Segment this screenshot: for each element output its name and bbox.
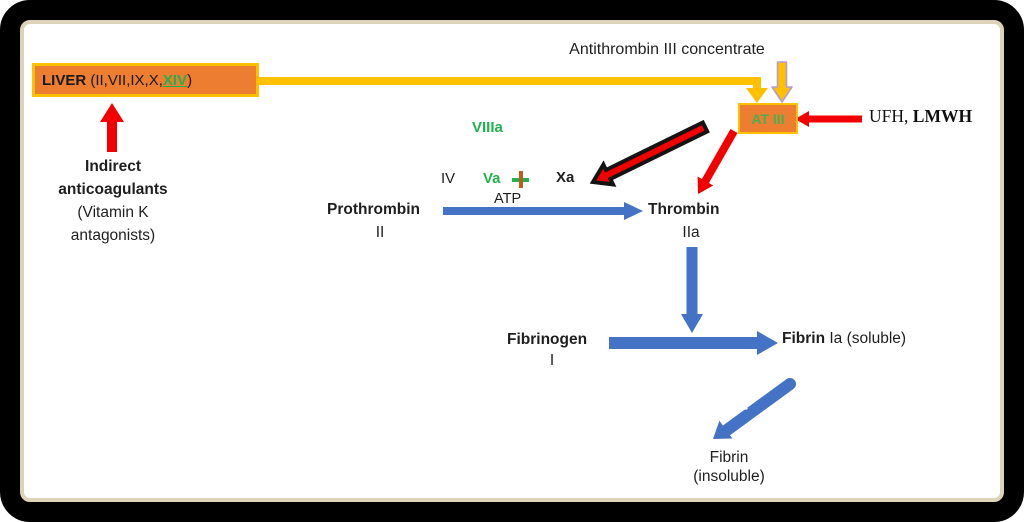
- blue-fibrinogen-to-fibrin-arrow: [609, 331, 778, 355]
- lmwh-bold: LMWH: [912, 106, 973, 126]
- liver-name: LIVER: [42, 71, 87, 89]
- at3-box: AT III: [738, 103, 798, 134]
- fibrin-soluble-bold: Fibrin: [782, 330, 826, 347]
- liver-factors-suffix: ): [187, 71, 193, 89]
- indirect-line2: anticoagulants: [58, 181, 168, 198]
- antithrombin-concentrate-label: Antithrombin III concentrate: [569, 41, 765, 58]
- ufh-lmwh-label: UFH, LMWH: [869, 106, 972, 127]
- liver-factor-xiv: XIV: [162, 71, 188, 89]
- fibrin-soluble-rest: Ia (soluble): [825, 330, 907, 347]
- factor-iv-label: IV: [441, 170, 456, 187]
- indirect-line4: antagonists): [70, 227, 156, 244]
- atp-label: ATP: [494, 191, 522, 207]
- blue-prothrombin-to-thrombin-arrow: [443, 202, 643, 220]
- red-at3-to-thrombin-arrow: [697, 129, 738, 194]
- factor-xa-label: Xa: [556, 169, 575, 186]
- thrombin-factor-label: IIa: [682, 224, 700, 241]
- fibrin-insoluble-line2: (insoluble): [693, 468, 765, 485]
- liver-box: LIVER (II,VII,IX,X,XIV): [32, 63, 259, 97]
- fibrin-insoluble-line1: Fibrin: [709, 449, 749, 466]
- factor-va-label: Va: [483, 170, 501, 187]
- indirect-line3: (Vitamin K: [77, 204, 149, 221]
- factor-viiia-label: VIIIa: [472, 119, 503, 136]
- prothrombin-factor-label: II: [375, 224, 385, 241]
- yellow-liver-to-at3-arrow: [259, 77, 768, 103]
- blue-thrombin-down-arrow: [681, 247, 703, 333]
- red-indirect-to-liver-arrow: [100, 103, 124, 152]
- ufh-normal: UFH,: [869, 106, 913, 126]
- fibrinogen-label: Fibrinogen: [507, 331, 588, 348]
- fibrinogen-factor-label: I: [549, 352, 555, 369]
- thrombin-label: Thrombin: [648, 201, 720, 218]
- fibrin-insoluble-label: Fibrin (insoluble): [693, 448, 765, 486]
- fibrin-soluble-label: Fibrin Ia (soluble): [782, 330, 906, 349]
- liver-factors-prefix: (II,VII,IX,X,: [86, 71, 163, 89]
- red-black-at3-to-xa-arrow: [589, 119, 710, 187]
- blue-fibrin-to-insoluble-arrow: [713, 378, 796, 439]
- indirect-line1: Indirect: [85, 158, 141, 175]
- yellow-concentrate-to-at3-arrow: [771, 61, 793, 103]
- indirect-anticoagulants-label: Indirect anticoagulants (Vitamin K antag…: [58, 155, 167, 247]
- red-ufh-to-at3-arrow: [795, 111, 862, 127]
- prothrombin-label: Prothrombin: [327, 201, 420, 218]
- plus-icon: [512, 171, 529, 188]
